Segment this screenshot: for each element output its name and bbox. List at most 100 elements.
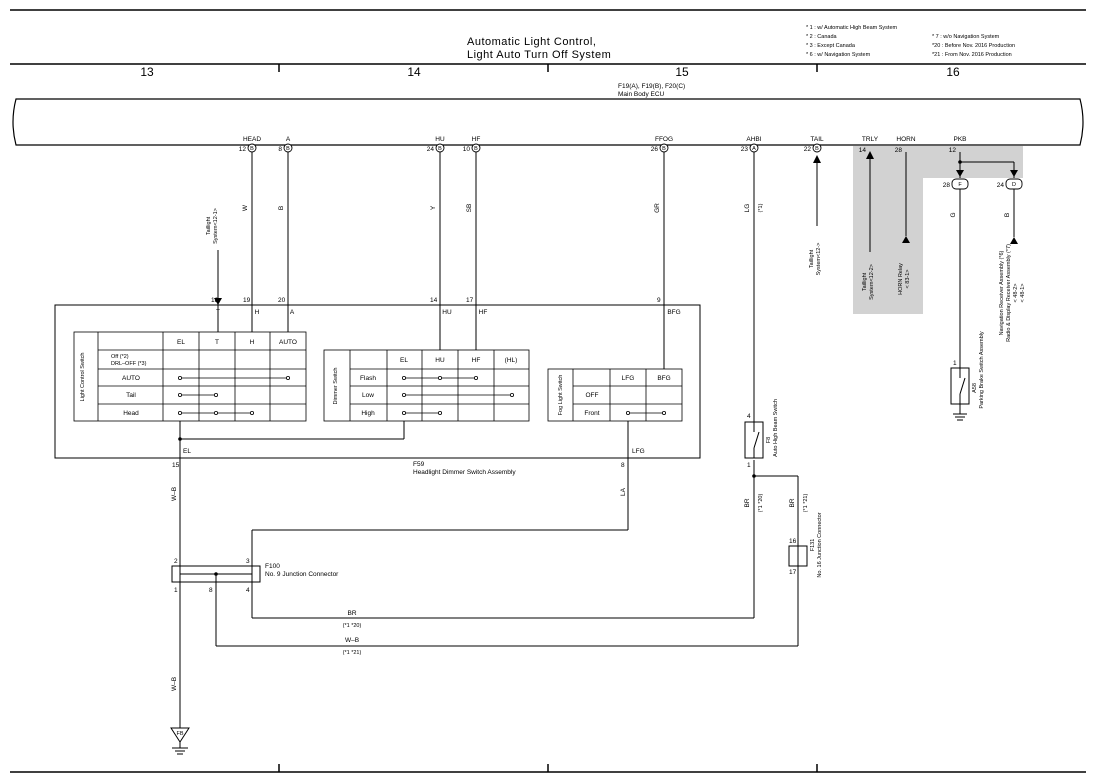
- wire-color: W–B: [171, 677, 178, 691]
- row-label: Head: [123, 410, 139, 417]
- pin-label: H: [255, 309, 260, 316]
- switch-title: Fog Light Switch: [558, 375, 564, 416]
- pin-label: BFG: [667, 309, 680, 316]
- wire-color: W–B: [171, 487, 178, 501]
- pin-number: 17: [466, 297, 474, 304]
- connector-name: No. 9 Junction Connector: [265, 571, 339, 578]
- component-name: Parking Brake Switch Assembly: [979, 331, 985, 409]
- pin-number: 8: [278, 146, 282, 153]
- pin-number: 20: [278, 297, 286, 304]
- column-header: (HL): [505, 357, 518, 364]
- junction-dot: [178, 437, 182, 441]
- fog-light-switch: [547, 368, 683, 422]
- ground-fb: FB: [170, 727, 190, 755]
- headlight-dimmer-switch-assembly: 18 T 19 H 20 A 14 HU 17 HF 9 BFG EL 15 L…: [54, 297, 701, 476]
- pin-number: 1: [953, 360, 957, 367]
- connector-letter: B: [286, 146, 290, 152]
- grid-number: 14: [407, 65, 421, 79]
- wire-color: SB: [466, 204, 473, 213]
- pin-label: HF: [479, 309, 488, 316]
- terminal-label: HORN: [896, 136, 915, 143]
- lower-wiring: [179, 458, 799, 728]
- terminal-label: HU: [435, 136, 445, 143]
- pin-number: 22: [804, 146, 812, 153]
- switch-title: Light Control Switch: [80, 353, 86, 402]
- ecu-pins: 12 B 8 B 24 B 10 B 26 B 23 A 22 B 14 28 …: [239, 143, 956, 154]
- wire-color: LA: [620, 487, 627, 496]
- connector-letter: B: [815, 146, 819, 152]
- terminal-label: FFOG: [655, 136, 673, 143]
- contact-points: [401, 375, 514, 415]
- parking-brake-switch: 1 A58 Parking Brake Switch Assembly: [950, 331, 985, 421]
- ref-label: Taillight: [809, 249, 815, 268]
- note: * 6 : w/ Navigation System: [806, 52, 871, 58]
- wire-color: G: [950, 212, 957, 217]
- wire-color: LG: [744, 204, 751, 213]
- row-label: Flash: [360, 375, 376, 382]
- wire-note: (*1 *21): [343, 650, 362, 656]
- pin-number: 24: [997, 182, 1005, 189]
- pin-number: 18: [211, 297, 219, 304]
- component-code: F131: [810, 539, 816, 552]
- note: *21 : From Nov. 2016 Production: [932, 52, 1012, 58]
- internal-wiring: [179, 305, 665, 458]
- row-label: Off (*2): [111, 354, 129, 360]
- notes-legend: * 1 : w/ Automatic High Beam System * 2 …: [806, 25, 1015, 58]
- pin-number: 26: [651, 146, 659, 153]
- note: * 3 : Except Canada: [806, 43, 856, 49]
- ecu-codes: F19(A), F19(B), F20(C): [618, 83, 685, 90]
- note: * 2 : Canada: [806, 34, 838, 40]
- contact-points: [177, 375, 290, 415]
- pin-number: 9: [657, 297, 661, 304]
- wire-color: B: [278, 206, 285, 210]
- wire-color: BR: [347, 610, 356, 617]
- column-header: EL: [177, 339, 185, 346]
- grid-number: 15: [675, 65, 689, 79]
- column-header: LFG: [622, 375, 635, 382]
- wire-color: W–B: [345, 637, 359, 644]
- pin-number: 28: [895, 147, 903, 154]
- ref-label: < 48-1>: [1020, 284, 1026, 303]
- column-header: H: [250, 339, 255, 346]
- pin-number: 10: [463, 146, 471, 153]
- pin-number: 1: [747, 462, 751, 469]
- pin-number: 28: [943, 182, 951, 189]
- ground-label: FB: [176, 731, 183, 737]
- wire-color: BR: [789, 498, 796, 507]
- wire-arrows: [214, 151, 1018, 305]
- terminal-label: AHBI: [746, 136, 761, 143]
- contact-points: [626, 410, 667, 415]
- note: * 1 : w/ Automatic High Beam System: [806, 25, 898, 31]
- row-label: DRL–OFF (*3): [111, 361, 147, 367]
- diagram-title-line1: Automatic Light Control,: [467, 36, 596, 48]
- column-header: T: [215, 339, 219, 346]
- wire-note: (*1 *20): [758, 494, 764, 513]
- terminal-label: TRLY: [862, 136, 879, 143]
- row-label: High: [361, 410, 375, 417]
- main-body-ecu: [12, 98, 1084, 146]
- wire-color-labels: W B Y SB GR LG (*1) G B W–B LA BR (*1 *2…: [171, 203, 1011, 691]
- pin-number: 3: [246, 558, 250, 565]
- connector-letter: B: [474, 146, 478, 152]
- junction-dot: [958, 160, 962, 164]
- pin-number: 1: [174, 587, 178, 594]
- component-name: Auto High Beam Switch: [773, 399, 779, 457]
- terminal-label: A: [286, 136, 291, 143]
- note: *20 : Before Nov. 2016 Production: [932, 43, 1015, 49]
- dimmer-switch: [323, 349, 530, 422]
- pin-number: 4: [747, 413, 751, 420]
- pin-number: 12: [239, 146, 247, 153]
- diagram-title-line2: Light Auto Turn Off System: [467, 49, 611, 61]
- terminal-label: HEAD: [243, 136, 261, 143]
- column-header: BFG: [657, 375, 670, 382]
- component-name: No. 16 Junction Connector: [817, 512, 823, 577]
- wire-color: W: [242, 204, 249, 211]
- wire-note: (*1 *20): [343, 623, 362, 629]
- pin-number: 8: [621, 462, 625, 469]
- pin-number: 2: [174, 558, 178, 565]
- pin-number: 23: [741, 146, 749, 153]
- system-references: Taillight System<12-1> Taillight System<…: [206, 208, 1026, 342]
- component-code: A58: [972, 383, 978, 393]
- note: * 7 : w/o Navigation System: [932, 34, 1000, 40]
